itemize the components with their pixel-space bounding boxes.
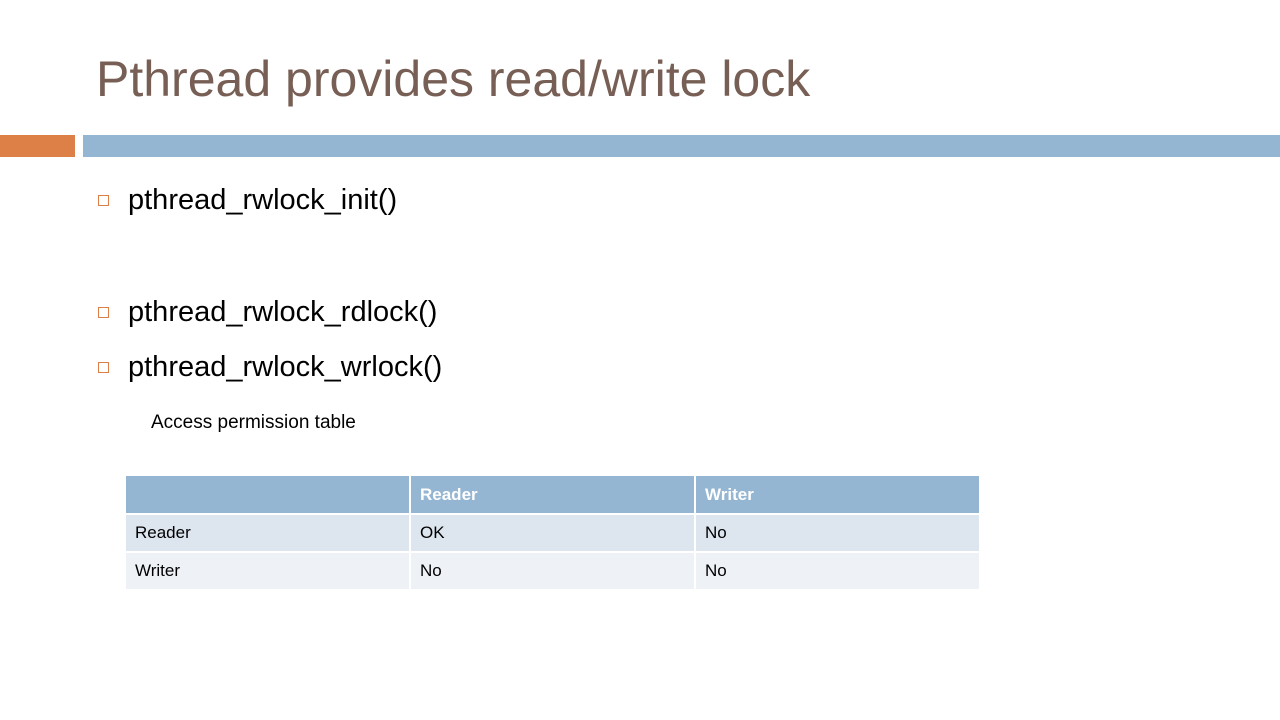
table-caption: Access permission table — [151, 412, 356, 433]
bullet-item-rwlock-wrlock: pthread_rwlock_wrlock() — [98, 347, 442, 387]
slide-title: Pthread provides read/write lock — [96, 51, 811, 107]
bullet-item-rwlock-init: pthread_rwlock_init() — [98, 180, 397, 220]
table-row: Writer No No — [126, 552, 979, 591]
accent-bar — [0, 135, 75, 157]
bullet-item-rwlock-rdlock: pthread_rwlock_rdlock() — [98, 292, 437, 332]
table-header-cell: Reader — [410, 476, 696, 515]
table-cell: No — [695, 514, 979, 553]
table-row: Reader OK No — [126, 514, 979, 553]
table-cell: No — [695, 552, 979, 591]
hollow-square-bullet-icon — [98, 194, 109, 206]
table-cell: No — [410, 552, 696, 591]
bullet-text: pthread_rwlock_wrlock() — [128, 350, 443, 383]
bullet-text: pthread_rwlock_init() — [128, 183, 398, 216]
access-permission-table: Reader Writer Reader OK No Writer No No — [126, 476, 979, 591]
table-cell: Writer — [126, 552, 411, 591]
table-cell: OK — [410, 514, 696, 553]
hollow-square-bullet-icon — [98, 361, 109, 373]
table-header-row: Reader Writer — [126, 476, 979, 515]
table-header-cell: Writer — [695, 476, 979, 515]
table-cell: Reader — [126, 514, 411, 553]
bullet-text: pthread_rwlock_rdlock() — [128, 295, 438, 328]
table-header-cell — [126, 476, 411, 515]
title-rule-bar — [83, 135, 1280, 157]
hollow-square-bullet-icon — [98, 306, 109, 318]
